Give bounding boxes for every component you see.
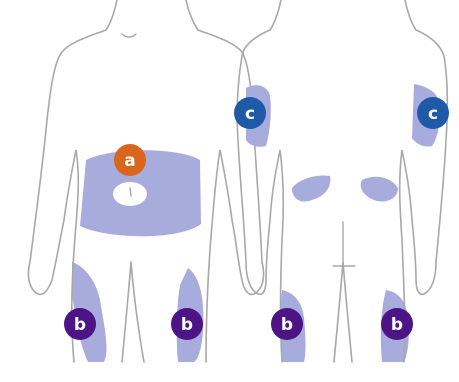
badge-c-right: c	[417, 97, 449, 129]
badge-b-back-right: b	[381, 308, 413, 340]
back-left-hip-zone	[292, 176, 330, 202]
back-body-outline	[237, 0, 447, 362]
badge-b-front-left: b	[64, 308, 96, 340]
badge-b-label: b	[391, 315, 403, 335]
badge-a: a	[114, 144, 146, 176]
badge-c-label: c	[245, 104, 255, 124]
badge-c-label: c	[428, 104, 438, 124]
badge-b-back-left: b	[271, 308, 303, 340]
badge-b-label: b	[74, 315, 86, 335]
back-right-hip-zone	[361, 177, 398, 202]
badge-b-label: b	[281, 315, 293, 335]
badge-c-left: c	[234, 97, 266, 129]
front-neck-mark	[122, 34, 136, 37]
front-navel-mark	[130, 188, 131, 196]
front-figure	[28, 0, 263, 362]
navel-clear-area	[113, 182, 147, 206]
badge-b-front-right: b	[171, 308, 203, 340]
badge-a-label: a	[124, 151, 135, 171]
badge-b-label: b	[181, 315, 193, 335]
back-figure	[237, 0, 447, 362]
